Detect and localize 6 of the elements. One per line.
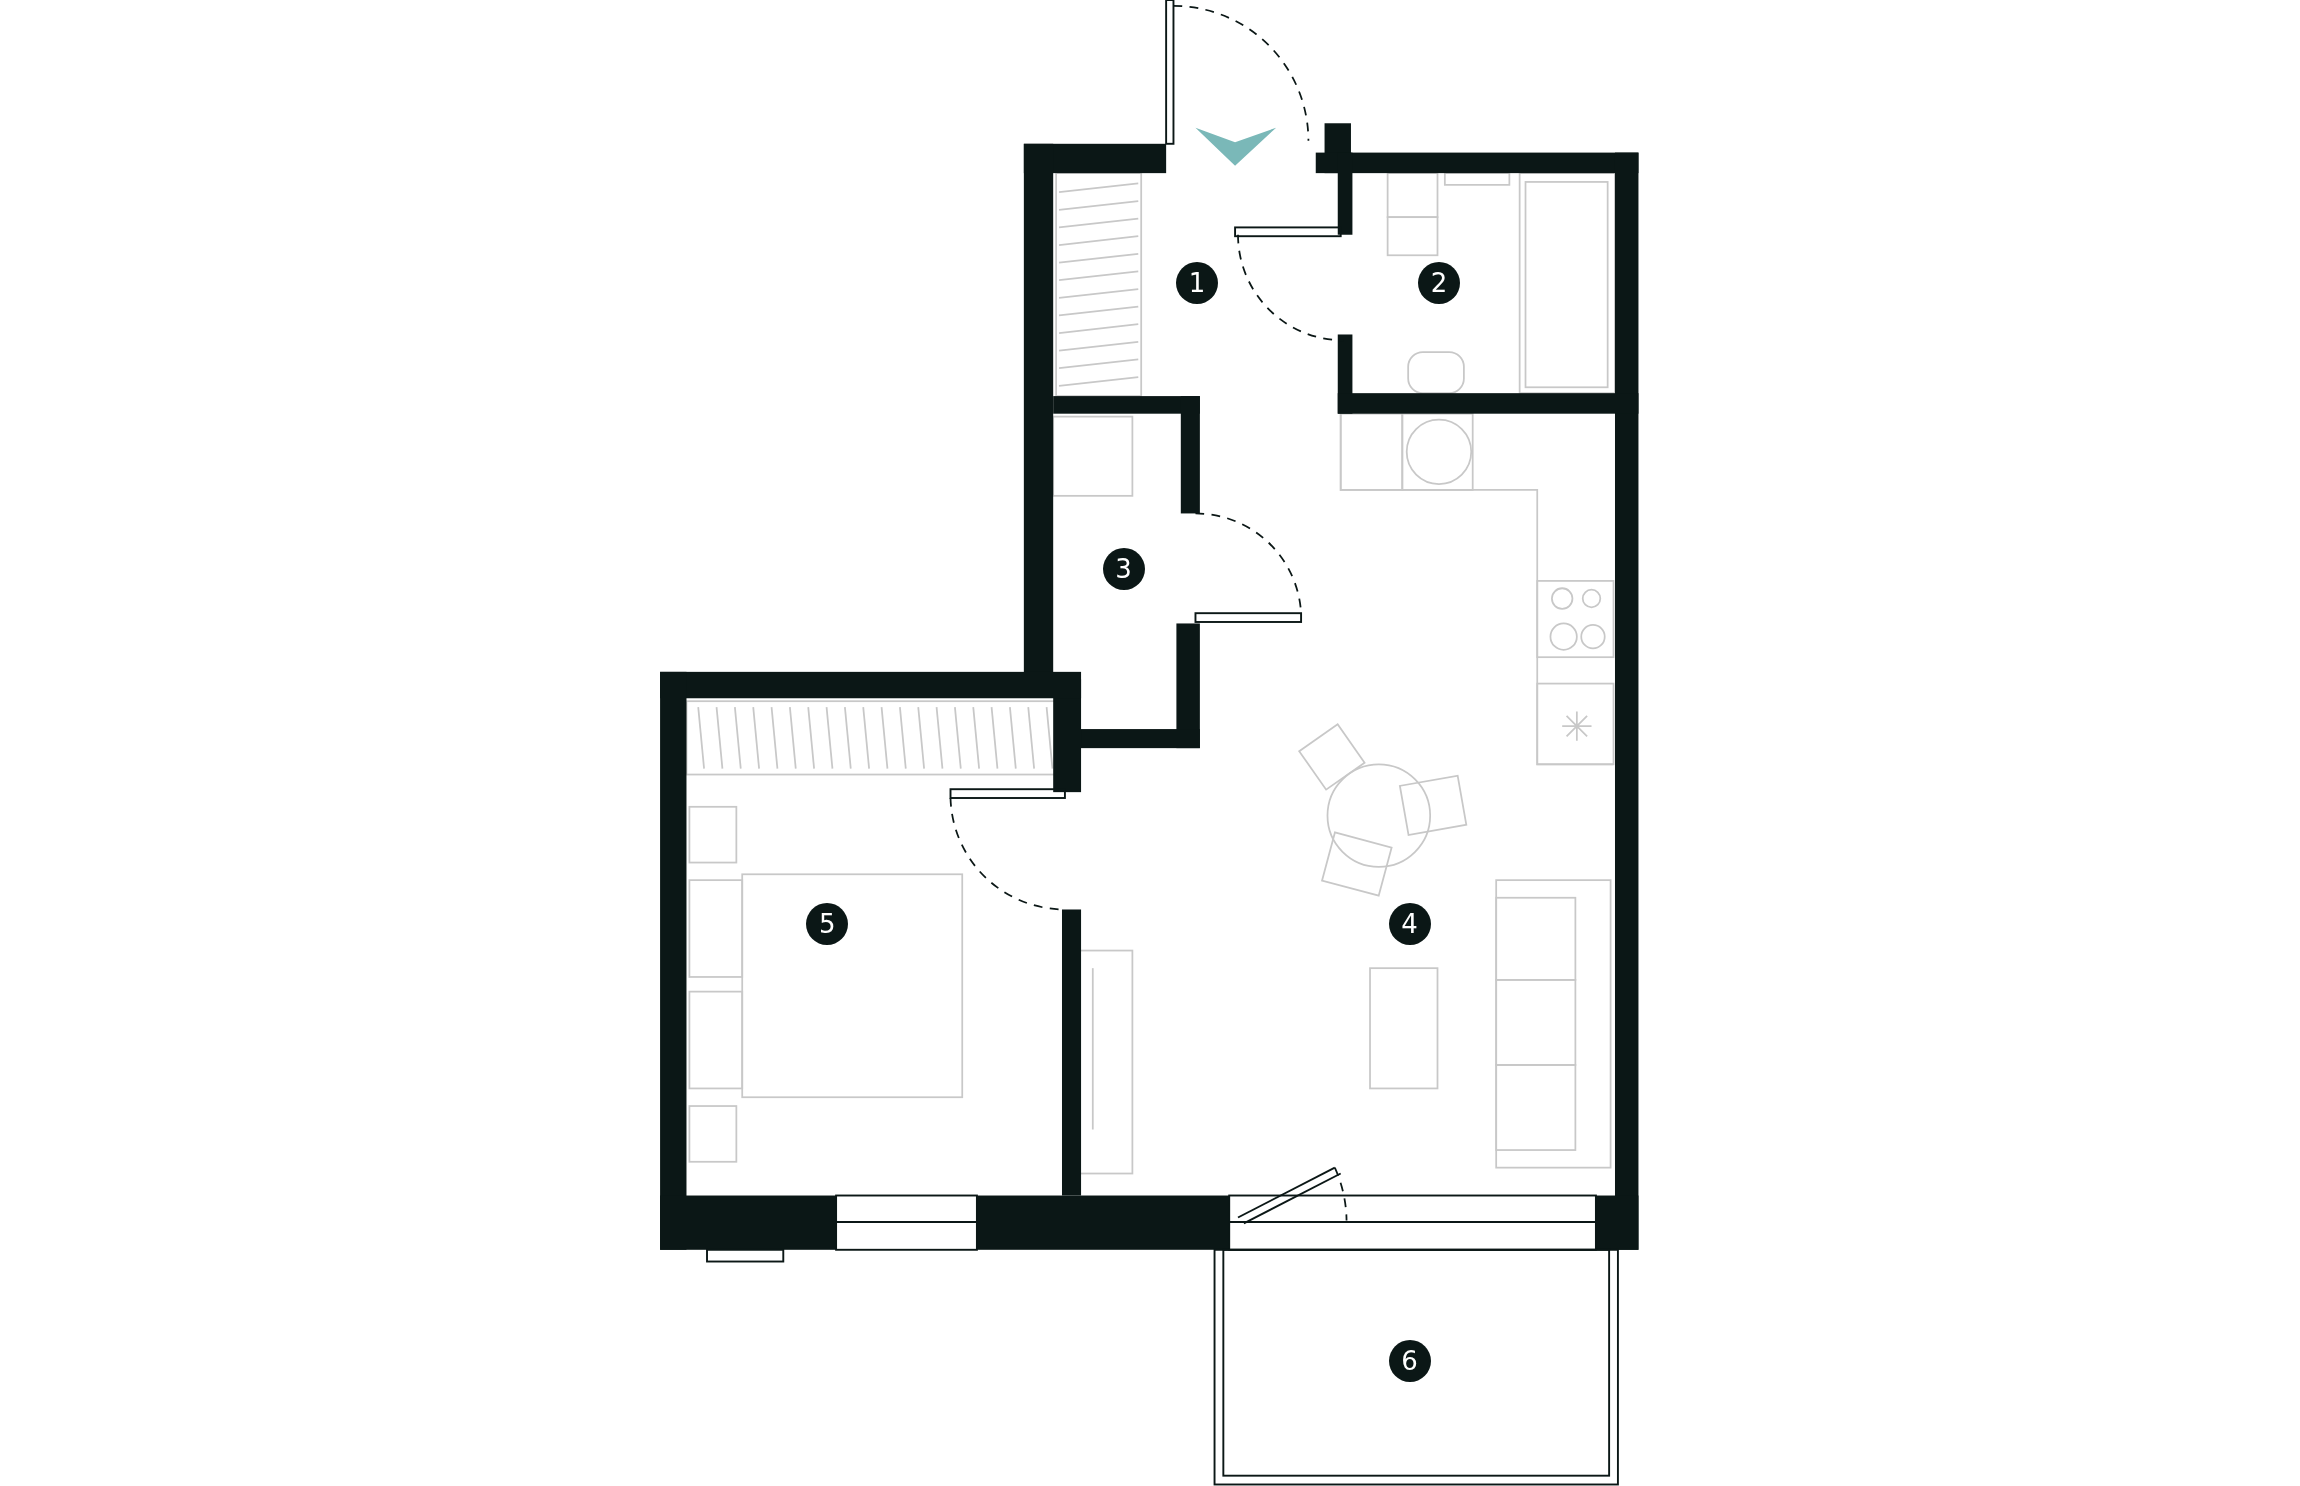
callout-number: 4	[1388, 903, 1431, 946]
callout-number: 1	[1175, 262, 1218, 305]
callout-number: 2	[1417, 262, 1460, 305]
callout-number: 5	[806, 903, 849, 946]
callout-number: 3	[1102, 548, 1145, 591]
callout-number: 6	[1388, 1340, 1431, 1383]
